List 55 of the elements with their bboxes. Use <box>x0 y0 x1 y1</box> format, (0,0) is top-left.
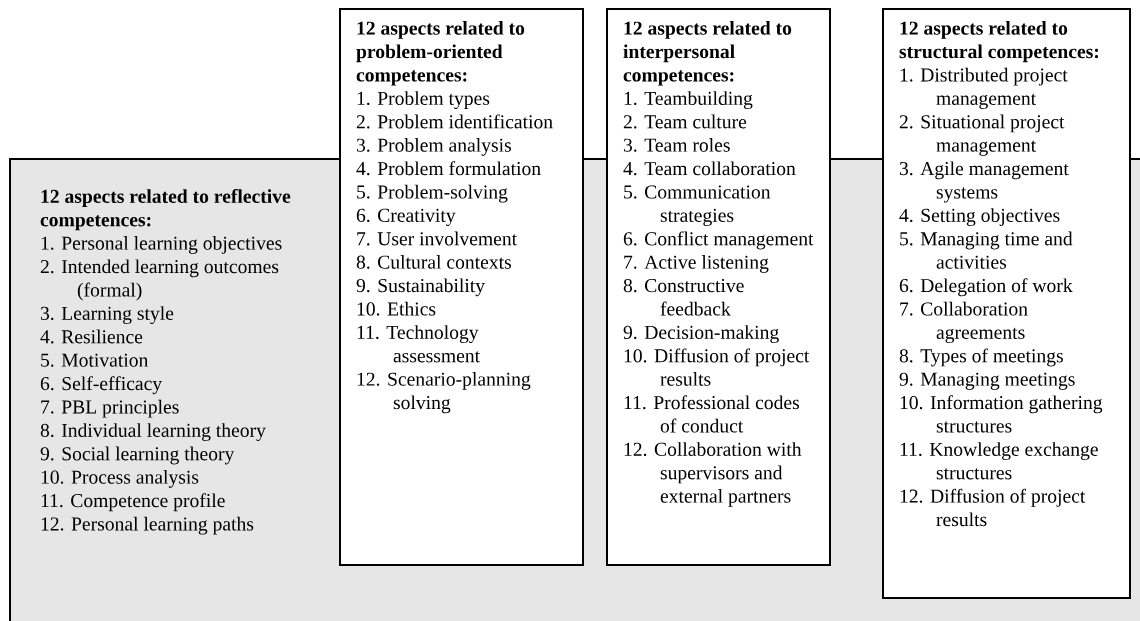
text-box <box>882 8 1131 599</box>
list-item: 10. Information gathering structures <box>900 395 1103 433</box>
list-item: 12. Collaboration with supervisors and external partners <box>624 442 802 507</box>
list-item: 12. Scenario-planning solving <box>357 372 531 414</box>
list-item: 10. Diffusion of project results <box>624 348 810 386</box>
list-item: 7. Active listening <box>624 255 769 273</box>
heading: 12 aspects related to structural competences: <box>899 21 1099 63</box>
list-item: 3. Learning style <box>40 306 174 324</box>
list-item: 8. Cultural contexts <box>356 255 511 269</box>
list-item: 3. Team roles <box>623 138 730 152</box>
list-item: 4. Setting objectives <box>899 208 1060 226</box>
list-item: 4. Resilience <box>40 329 143 344</box>
list-item: 1. Distributed project management <box>900 67 1068 109</box>
list-item: 10. Process analysis <box>41 470 199 488</box>
list-item: 9. Sustainability <box>356 278 485 297</box>
list-item: 9. Decision-making <box>623 325 779 343</box>
heading: 12 aspects related to interpersonal competences: <box>623 21 792 86</box>
list-item: 5. Communication strategies <box>624 185 771 226</box>
list-item: 5. Managing time and activities <box>900 231 1073 269</box>
list-item: 2. Situational project management <box>899 114 1065 156</box>
list-item: 12. Diffusion of project results <box>900 488 1086 527</box>
list-item: 1. Problem types <box>357 91 490 109</box>
list-item: 3. Problem analysis <box>356 138 511 156</box>
list-item: 10. Ethics <box>357 301 436 316</box>
list-item: 8. Types of meetings <box>899 348 1063 367</box>
list-item: 9. Managing meetings <box>899 372 1075 390</box>
list-item: 1. Personal learning objectives <box>41 236 282 254</box>
list-item: 6. Self-efficacy <box>40 376 163 395</box>
heading: 12 aspects related to problem-oriented competences: <box>356 21 525 86</box>
list-item: 7. Collaboration agreements <box>900 301 1028 343</box>
list-item: 8. Constructive feedback <box>623 278 744 316</box>
text-box <box>606 8 831 566</box>
list-item: 5. Motivation <box>41 353 149 367</box>
list-item: 2. Team culture <box>623 114 747 129</box>
list-item: 4. Problem formulation <box>356 161 541 176</box>
list-item: 4. Team collaboration <box>623 161 796 176</box>
list-item: 8. Individual learning theory <box>40 423 266 441</box>
list-item: 6. Conflict management <box>623 231 814 250</box>
list-item: 2. Problem identification <box>356 114 553 129</box>
heading: 12 aspects related to reflective competences: <box>40 189 291 231</box>
list-item: 11. Competence profile <box>41 493 225 512</box>
list-item: 12. Personal learning paths <box>41 516 254 535</box>
list-item: 1. Teambuilding <box>624 91 753 109</box>
list-item: 11. Knowledge exchange structures <box>900 442 1098 480</box>
list-item: 7. PBL principles <box>41 399 179 418</box>
text-box <box>339 8 584 566</box>
list-item: 5. Problem-solving <box>357 184 508 203</box>
list-item: 7. User involvement <box>357 231 517 246</box>
list-item: 11. Professional codes of conduct <box>624 395 800 433</box>
list-item: 2. Intended learning outcomes (formal) <box>40 259 279 301</box>
list-item: 6. Creativity <box>356 208 456 226</box>
list-item: 6. Delegation of work <box>899 278 1073 297</box>
list-item: 3. Agile management systems <box>899 161 1069 203</box>
list-item: 11. Technology assessment <box>357 325 480 363</box>
list-item: 9. Social learning theory <box>40 446 235 465</box>
